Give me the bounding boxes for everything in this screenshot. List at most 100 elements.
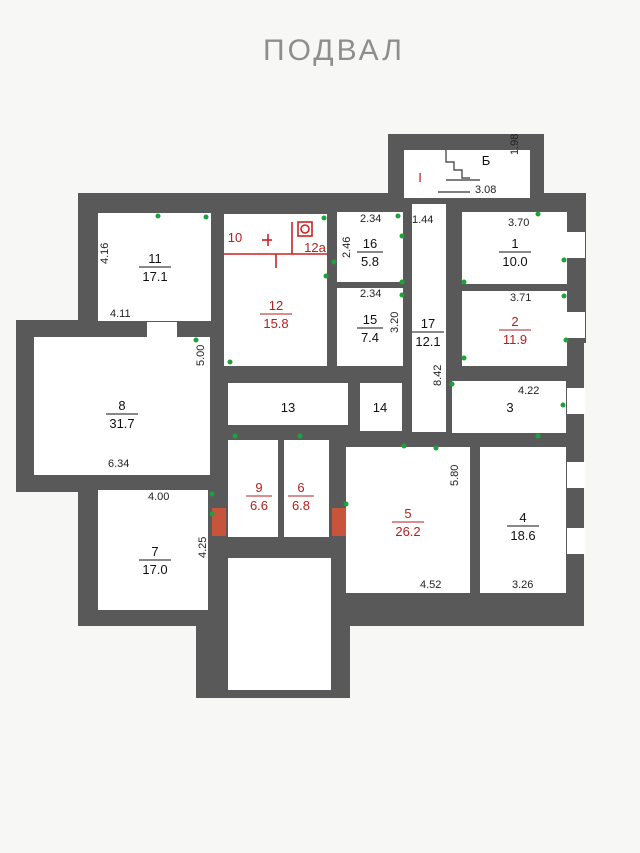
marker-dot — [561, 293, 567, 299]
room-13: 13 — [281, 400, 295, 415]
room-number: 12 — [269, 298, 283, 313]
room-area: 10.0 — [502, 254, 527, 269]
dimension-label: 3.26 — [512, 579, 533, 591]
marker-dot — [461, 355, 467, 361]
room-area: 11.9 — [503, 332, 527, 347]
room-area: 31.7 — [109, 416, 134, 431]
room-14: 14 — [373, 400, 387, 415]
marker-dot — [399, 292, 405, 298]
dimension-labels: 1.98 3.08 2.34 1.44 3.70 4.16 2.46 4.11 2.34 3.71… — [99, 134, 539, 591]
marker-dot — [321, 215, 327, 221]
marker-dot — [449, 381, 455, 387]
marker-dot — [433, 445, 439, 451]
dimension-label: 2.46 — [341, 237, 353, 258]
room-number: 9 — [255, 480, 262, 495]
marker-dot — [461, 279, 467, 285]
room-number: 3 — [506, 400, 513, 415]
dimension-label: 5.80 — [449, 465, 461, 486]
dimension-label: 2.34 — [360, 288, 381, 300]
dimension-label: 4.11 — [110, 308, 131, 320]
room-number: 2 — [511, 314, 518, 329]
marker-dot — [561, 257, 567, 263]
room-3: 3 — [506, 400, 513, 415]
dimension-label: 3.71 — [510, 292, 531, 304]
marker-dot — [343, 501, 349, 507]
room-number: 1 — [511, 236, 518, 251]
marker-dot — [535, 433, 541, 439]
marker-dot — [331, 259, 337, 265]
room-2: 211.9 — [499, 314, 531, 347]
room-6: 66.8 — [288, 480, 314, 513]
room-1: 110.0 — [499, 236, 531, 269]
room-area: 26.2 — [395, 524, 420, 539]
room-area: 17.0 — [142, 562, 167, 577]
dimension-label: 4.25 — [197, 537, 209, 558]
room-number: I — [418, 170, 422, 185]
room-9: 96.6 — [246, 480, 272, 513]
dimension-label: 8.42 — [432, 365, 444, 386]
marker-dot — [232, 433, 238, 439]
dimension-label: 2.34 — [360, 213, 381, 225]
marker-dot — [563, 337, 569, 343]
dimension-label: 4.00 — [148, 491, 169, 503]
marker-dot — [399, 279, 405, 285]
dimension-label: 3.20 — [389, 312, 401, 333]
dimension-label: 3.08 — [475, 184, 496, 196]
room-number: 7 — [151, 544, 158, 559]
dimension-label: 4.22 — [518, 385, 539, 397]
marker-dot — [203, 214, 209, 220]
staircase — [438, 150, 480, 193]
room-number: 8 — [118, 398, 125, 413]
room-number: 10 — [228, 230, 242, 245]
room-number: 13 — [281, 400, 295, 415]
dimension-label: 1.44 — [412, 214, 433, 226]
room-16: 165.8 — [357, 236, 383, 269]
room-15: 157.4 — [357, 312, 383, 345]
marker-dot — [399, 233, 405, 239]
room-12: 12 15.8 — [260, 298, 292, 331]
room-number: 15 — [363, 312, 377, 327]
room-7: 717.0 — [139, 544, 171, 577]
room-area: 6.8 — [292, 498, 310, 513]
dimension-label: 5.00 — [195, 345, 207, 366]
marker-dot — [209, 511, 215, 517]
room-number: 17 — [421, 316, 435, 331]
dimension-label: 3.70 — [508, 217, 529, 229]
marker-dot — [209, 491, 215, 497]
marker-dot — [193, 337, 199, 343]
marker-dot — [323, 273, 329, 279]
room-number: 4 — [519, 510, 526, 525]
marker-dot — [560, 402, 566, 408]
room-B: Б — [482, 153, 491, 168]
room-area: 18.6 — [510, 528, 535, 543]
marker-dot — [155, 213, 161, 219]
marker-dot — [535, 211, 541, 217]
room-10: 10 — [228, 230, 242, 245]
room-number: 16 — [363, 236, 377, 251]
room-number: 6 — [297, 480, 304, 495]
room-area: 17.1 — [142, 269, 167, 284]
room-floors — [34, 150, 567, 690]
green-markers — [155, 211, 569, 517]
room-labels: 1117.11012a1215.8165.8157.41712.1110.021… — [106, 153, 539, 577]
dimension-label: 4.52 — [420, 579, 441, 591]
room-8: 831.7 — [106, 398, 138, 431]
hatched-walls — [212, 508, 346, 536]
room-area: 15.8 — [263, 316, 288, 331]
windows — [147, 232, 585, 554]
room-I: I — [418, 170, 422, 185]
room-number: Б — [482, 153, 491, 168]
room-number: 14 — [373, 400, 387, 415]
room-4: 418.6 — [507, 510, 539, 543]
marker-dot — [401, 443, 407, 449]
room-area: 6.6 — [250, 498, 268, 513]
room-area: 12.1 — [415, 334, 440, 349]
room-5: 526.2 — [392, 506, 424, 539]
marker-dot — [227, 359, 233, 365]
dimension-label: 6.34 — [108, 458, 129, 470]
dimension-label: 1.98 — [509, 134, 521, 155]
room-12a: 12a — [304, 240, 326, 255]
dimension-label: 4.16 — [99, 243, 111, 264]
room-number: 12a — [304, 240, 326, 255]
